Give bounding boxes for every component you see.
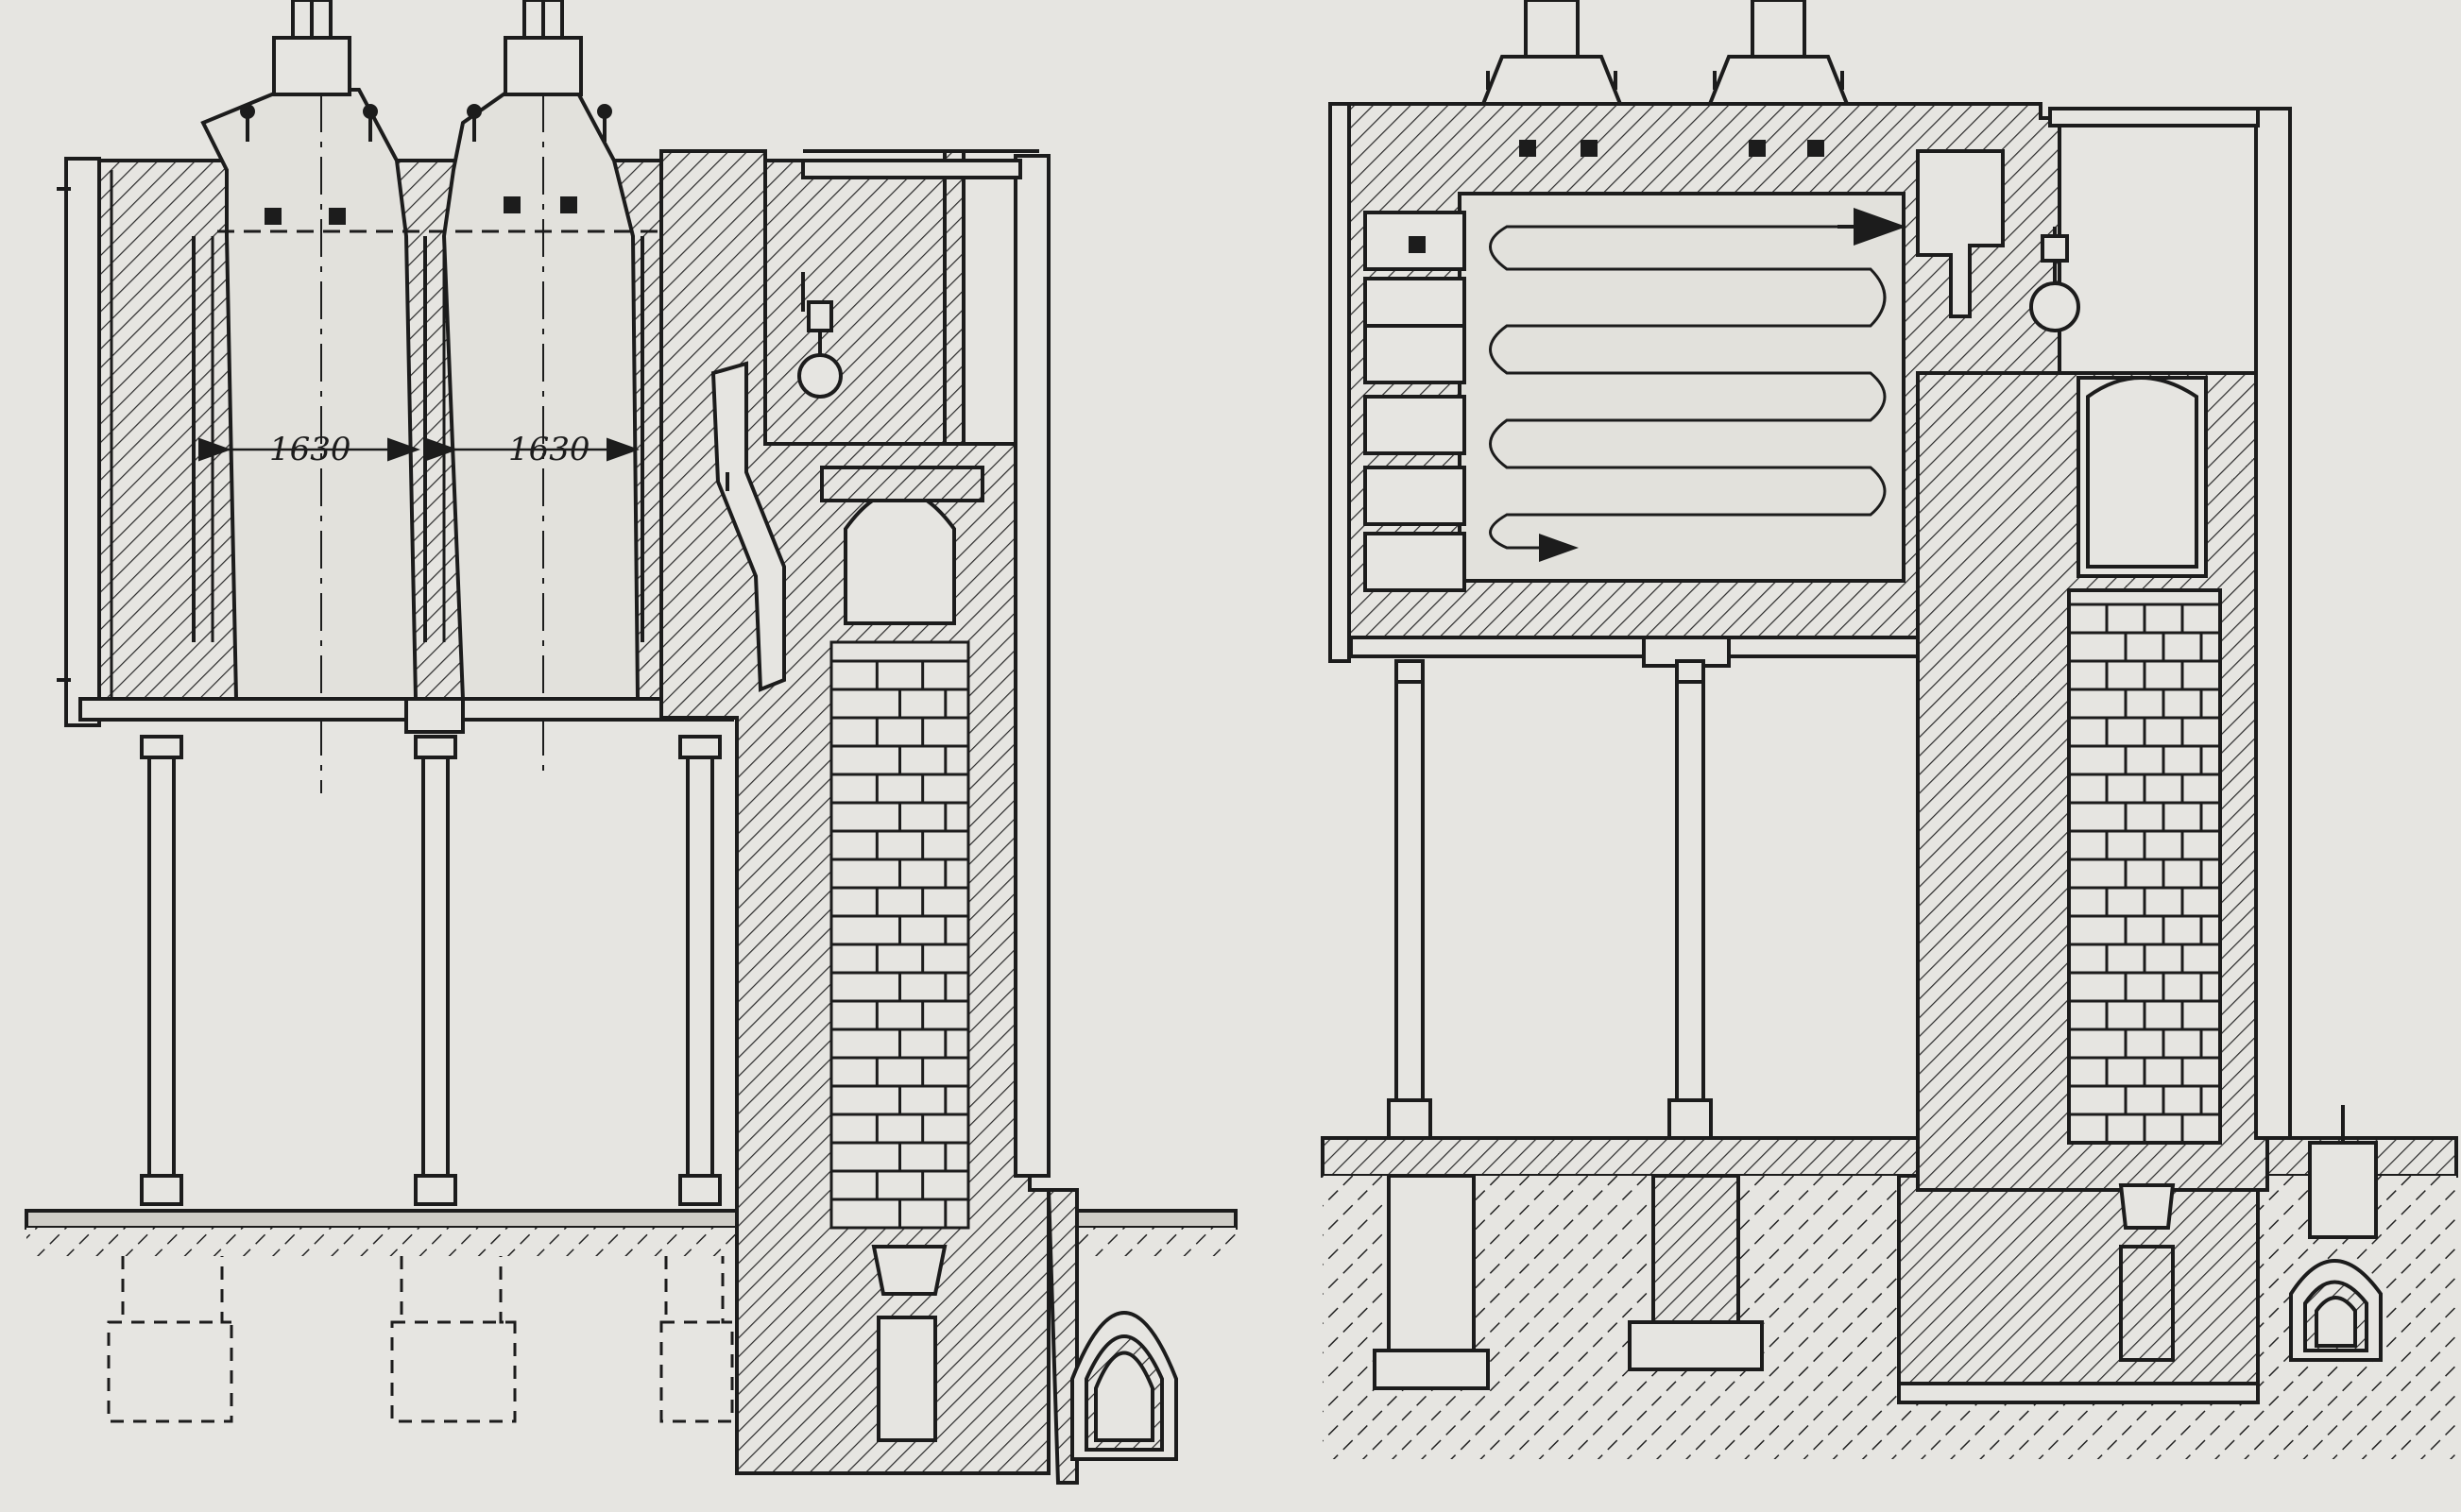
dimension-label-1: 1630 xyxy=(269,431,351,468)
regenerator-arch xyxy=(844,489,956,625)
left-furnace xyxy=(25,0,1238,1485)
checker-work-left xyxy=(829,640,970,1230)
support-column-3 xyxy=(678,735,722,1206)
ground-floor-right xyxy=(1321,1136,2458,1178)
burner-ports xyxy=(1363,211,1466,592)
right-casing-left xyxy=(1328,102,1351,663)
right-structural-column xyxy=(2254,107,2292,1140)
charging-hopper-3 xyxy=(1480,0,1623,106)
regenerator-bottom-opening xyxy=(877,1316,937,1442)
valve-right xyxy=(2029,227,2080,332)
dimension-label-2: 1630 xyxy=(508,431,590,468)
flue-arch-right xyxy=(2289,1105,2383,1362)
support-column-1 xyxy=(140,735,183,1206)
right-furnace xyxy=(1321,0,2458,1459)
left-structural-column xyxy=(1014,154,1051,1178)
footing-pits-right xyxy=(1373,1174,2260,1404)
retort-chamber-2 xyxy=(441,88,641,701)
support-column-2 xyxy=(414,735,457,1206)
valve-left xyxy=(797,272,843,399)
serpentine-flow-path xyxy=(1489,225,1887,562)
right-base-beam xyxy=(1349,636,1920,658)
charging-hopper-1 xyxy=(240,0,378,142)
gas-pipe-left xyxy=(710,361,786,692)
gas-pipe-right xyxy=(1916,149,2005,318)
serpentine-flue-chamber xyxy=(1458,192,1906,583)
support-column-4 xyxy=(1387,659,1432,1140)
left-casing-frame xyxy=(64,157,101,727)
charging-hopper-2 xyxy=(467,0,612,142)
support-column-5 xyxy=(1667,659,1713,1140)
flue-arch-left xyxy=(1046,1188,1178,1485)
charging-hopper-4 xyxy=(1707,0,1850,106)
dashed-footings xyxy=(107,1256,734,1423)
retort-chamber-1 xyxy=(200,88,419,701)
